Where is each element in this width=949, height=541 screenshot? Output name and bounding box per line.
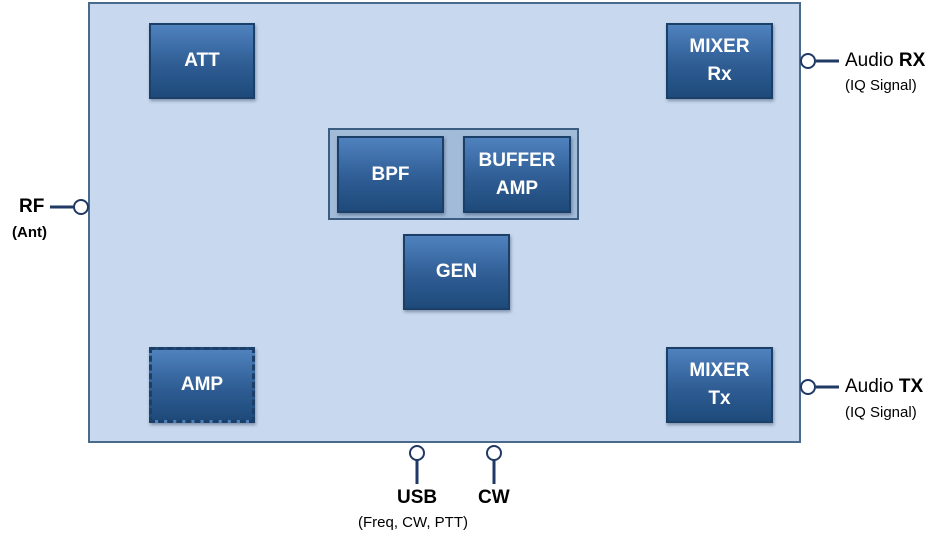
audio-rx-port-icon (800, 53, 816, 69)
usb-sub-label: (Freq, CW, PTT) (358, 514, 468, 531)
gen-block[interactable]: GEN (403, 234, 510, 310)
mixer-rx-label-line1: MIXER (689, 36, 750, 57)
mixer-rx-block[interactable]: MIXER Rx (666, 23, 773, 99)
usb-port-icon (409, 445, 425, 461)
buffer-amp-label-line1: BUFFER (478, 149, 556, 171)
mixer-tx-block[interactable]: MIXER Tx (666, 347, 773, 423)
mixer-tx-label-line1: MIXER (689, 360, 750, 381)
rf-label: RF (19, 196, 45, 217)
audio-rx-name: RX (898, 50, 926, 71)
bpf-label: BPF (371, 163, 410, 185)
amp-label: AMP (180, 374, 224, 395)
buffer-amp-label-line2: AMP (495, 177, 539, 199)
audio-tx-label: Audio TX (845, 376, 923, 398)
audio-rx-label: Audio RX (845, 50, 925, 72)
mixer-tx-label-line2: Tx (708, 388, 731, 409)
audio-tx-name: TX (898, 376, 924, 397)
att-label: ATT (184, 50, 220, 71)
audio-rx-sub-label: (IQ Signal) (845, 77, 917, 94)
usb-label: USB (397, 487, 438, 508)
audio-tx-prefix: Audio (845, 376, 894, 397)
rf-sub-label: (Ant) (12, 224, 47, 241)
cw-port-icon (486, 445, 502, 461)
cw-label: CW (478, 487, 510, 508)
amp-block[interactable]: AMP (149, 347, 255, 423)
gen-label: GEN (435, 261, 478, 282)
audio-tx-sub-label: (IQ Signal) (845, 404, 917, 421)
buffer-amp-block[interactable]: BUFFER AMP (463, 136, 571, 213)
att-block[interactable]: ATT (149, 23, 255, 99)
mixer-rx-label-line2: Rx (707, 64, 732, 85)
bpf-block[interactable]: BPF (337, 136, 444, 213)
audio-tx-port-icon (800, 379, 816, 395)
audio-rx-prefix: Audio (845, 50, 894, 71)
rf-port-icon (73, 199, 89, 215)
